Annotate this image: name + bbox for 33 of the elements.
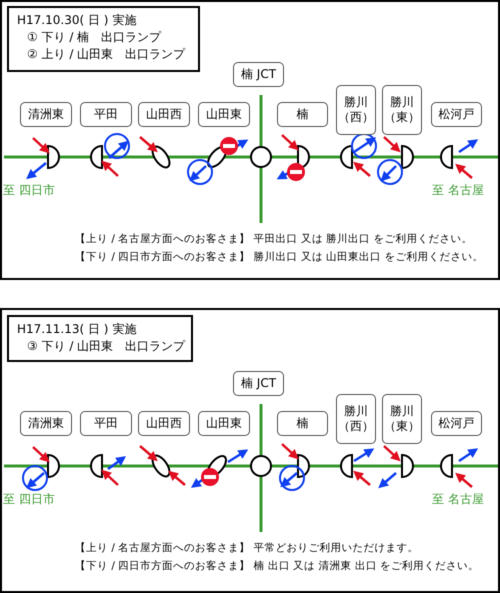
notice-text: 【上り / 名古屋方面へのお客さま】 平田出口 又は 勝川出口 をご利用ください。 <box>75 232 473 246</box>
interchange-box: 清洲東 <box>20 411 72 436</box>
interchange-box: 山田西 <box>138 411 190 436</box>
ramp-text: ① 下り / 楠 出口ランプ <box>26 29 162 46</box>
notice-text: 【下り / 四日市方面へのお客さま】 勝川出口 又は 山田東出口 をご利用ください。 <box>75 250 484 264</box>
interchange-box: 勝川（西） <box>336 85 376 135</box>
notice-text: 【上り / 名古屋方面へのお客さま】 平常どおりご利用いただけます。 <box>75 541 419 555</box>
direction-label: 至 名古屋 <box>432 182 484 199</box>
direction-label: 至 四日市 <box>3 182 55 199</box>
interchange-box: 楠 JCT <box>233 62 284 87</box>
interchange-box: 山田東 <box>198 411 250 436</box>
interchange-box: 楠 JCT <box>233 371 284 396</box>
interchange-box: 楠 <box>277 102 328 127</box>
ramp-text: ② 上り / 山田東 出口ランプ <box>26 46 186 63</box>
interchange-box: 勝川（東） <box>382 394 422 444</box>
notice-box <box>7 6 200 72</box>
date-text: H17.10.30( 日 ) 実施 <box>17 12 138 29</box>
date-text: H17.11.13( 日 ) 実施 <box>17 321 138 338</box>
direction-label: 至 名古屋 <box>432 491 484 508</box>
direction-label: 至 四日市 <box>3 491 55 508</box>
interchange-box: 松河戸 <box>431 411 482 436</box>
interchange-box: 松河戸 <box>431 102 482 127</box>
interchange-box: 平田 <box>80 411 132 436</box>
interchange-box: 勝川（西） <box>336 394 376 444</box>
interchange-box: 清洲東 <box>20 102 72 127</box>
notice-text: 【下り / 四日市方面へのお客さま】 楠 出口 又は 清洲東 出口 をご利用ください。 <box>75 559 480 573</box>
notice-box <box>7 315 193 362</box>
interchange-box: 山田東 <box>198 102 250 127</box>
ramp-text: ③ 下り / 山田東 出口ランプ <box>26 338 183 355</box>
interchange-box: 楠 <box>277 411 328 436</box>
interchange-box: 勝川（東） <box>382 85 422 135</box>
interchange-box: 山田西 <box>138 102 190 127</box>
interchange-box: 平田 <box>80 102 132 127</box>
